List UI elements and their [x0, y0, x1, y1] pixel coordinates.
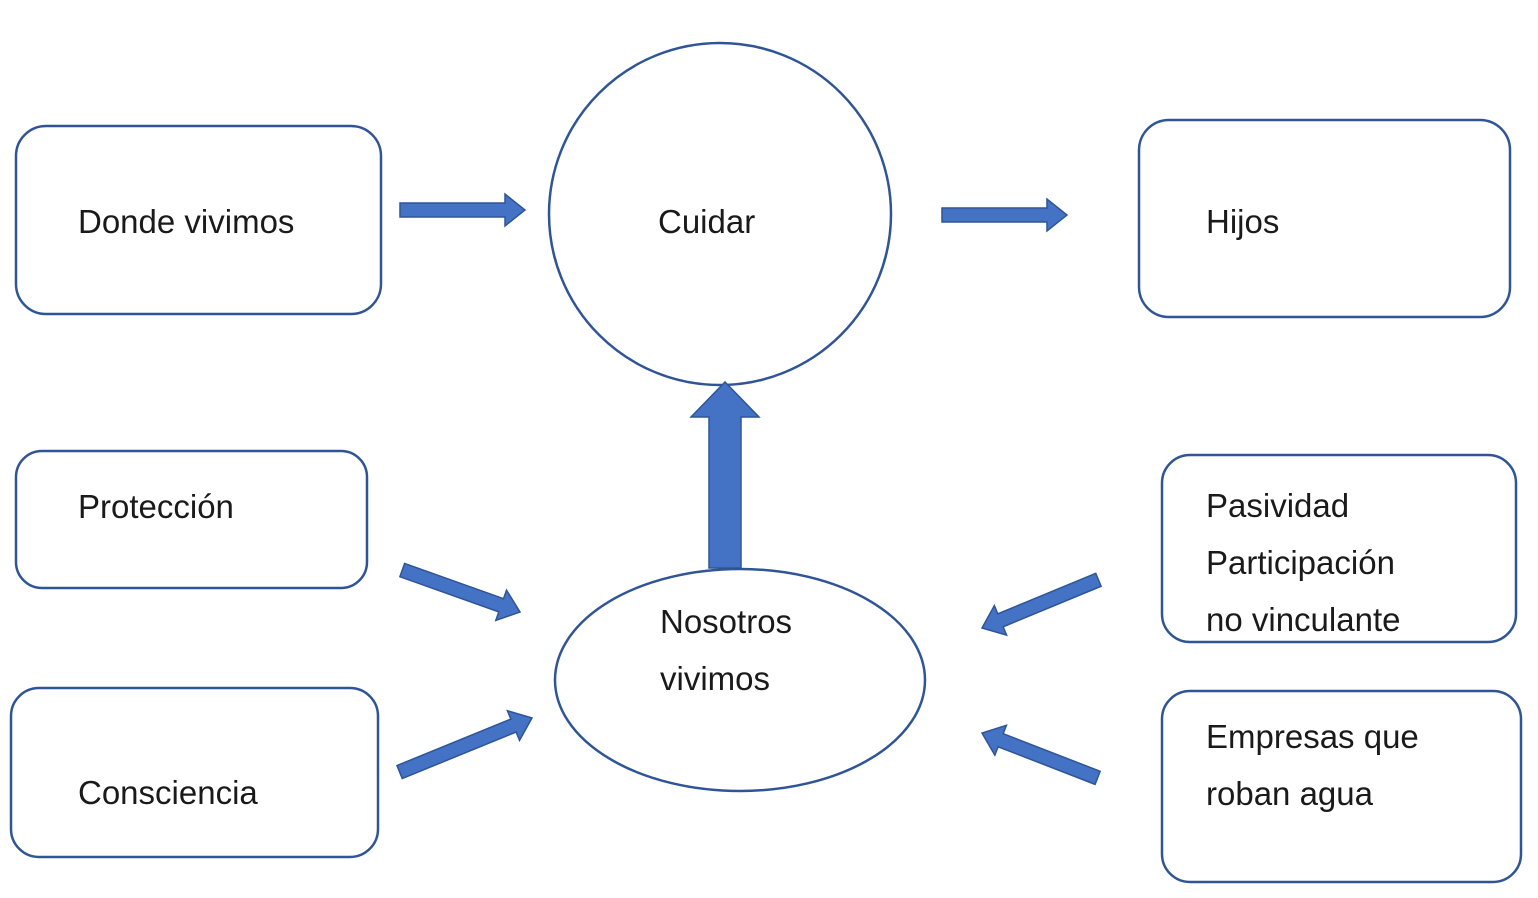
node-hijos: Hijos — [1137, 118, 1512, 319]
node-empresas: Empresas que roban agua — [1160, 689, 1523, 884]
node-label: Hijos — [1206, 203, 1279, 240]
arrow-donde-to-cuidar — [399, 192, 527, 228]
node-label-line: roban agua — [1206, 775, 1374, 812]
node-label-line: Participación — [1206, 544, 1395, 581]
arrow-empresas-to-nosotros — [980, 724, 1102, 786]
node-label: Cuidar — [658, 203, 755, 240]
node-label-line: no vinculante — [1206, 601, 1400, 638]
node-nosotros-vivimos: Nosotros vivimos — [553, 567, 927, 793]
arrow-pasividad-to-nosotros — [980, 572, 1103, 637]
arrow-consciencia-to-nosotros — [395, 709, 534, 780]
node-cuidar: Cuidar — [547, 41, 893, 387]
node-label: Consciencia — [78, 774, 258, 811]
node-proteccion: Protección — [14, 449, 369, 590]
node-label-line: Nosotros — [660, 603, 792, 640]
node-label-line: Pasividad — [1206, 487, 1349, 524]
node-pasividad: Pasividad Participación no vinculante — [1160, 453, 1518, 644]
node-consciencia: Consciencia — [9, 686, 380, 859]
arrow-proteccion-to-nosotros — [398, 562, 522, 622]
node-label: Donde vivimos — [78, 203, 294, 240]
node-donde-vivimos: Donde vivimos — [14, 124, 383, 316]
arrow-cuidar-to-hijos — [941, 197, 1069, 233]
node-label-line: vivimos — [660, 660, 770, 697]
node-label: Protección — [78, 488, 234, 525]
arrow-nosotros-to-cuidar — [689, 380, 761, 569]
node-label-line: Empresas que — [1206, 718, 1419, 755]
